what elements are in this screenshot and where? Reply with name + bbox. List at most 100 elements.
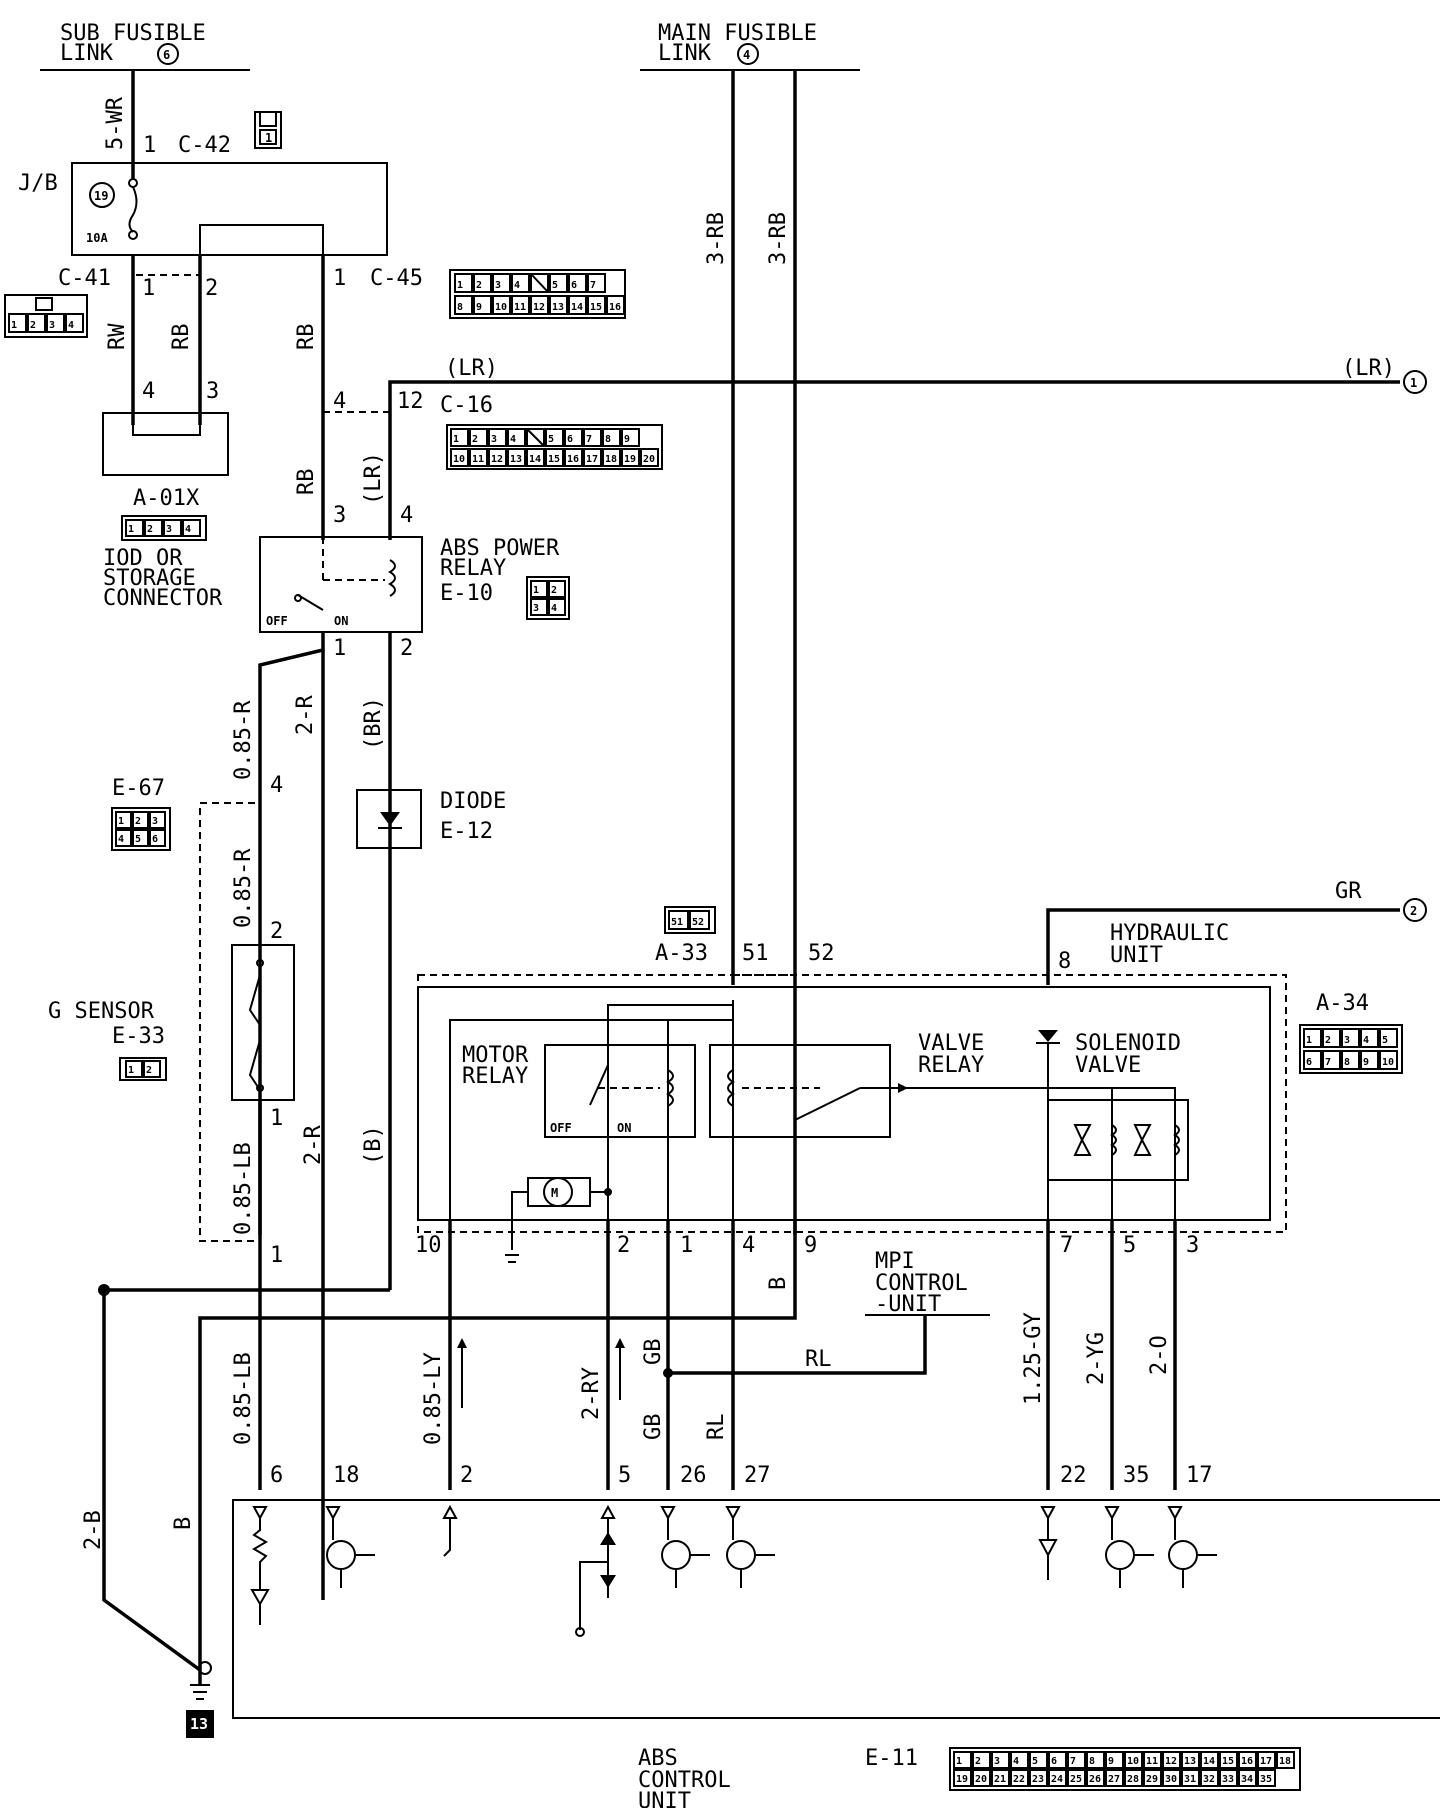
c16-pin: 7 bbox=[586, 434, 592, 445]
a01x-pin: 3 bbox=[166, 524, 172, 535]
valve-relay: VALVE RELAY bbox=[709, 1031, 1048, 1138]
ref-circle-1: 1 bbox=[1403, 370, 1427, 394]
c45-cell bbox=[454, 273, 473, 293]
e33-cell bbox=[143, 1060, 161, 1078]
pin-7: 7 bbox=[1060, 1233, 1073, 1258]
a34-pin: 2 bbox=[1325, 1035, 1331, 1046]
pin-e67-1: 1 bbox=[270, 1243, 283, 1268]
e11-cell bbox=[1105, 1751, 1124, 1769]
pin-e11-22: 22 bbox=[1060, 1463, 1087, 1488]
pin-e67-4: 4 bbox=[270, 773, 283, 798]
motor-relay-off: OFF bbox=[550, 1121, 572, 1135]
wire-b-paren: (B) bbox=[361, 1125, 386, 1165]
a01x-cell bbox=[144, 519, 163, 537]
pin-10: 10 bbox=[415, 1233, 442, 1258]
pin-a01-3: 3 bbox=[206, 379, 219, 404]
a01x-pin: 1 bbox=[128, 524, 134, 535]
pin-c45-1: 1 bbox=[333, 266, 346, 291]
pin-e11-26: 26 bbox=[680, 1463, 707, 1488]
wire-gr: GR bbox=[1335, 879, 1362, 904]
pin-c41-1: 1 bbox=[142, 276, 155, 301]
e67-pin: 5 bbox=[135, 834, 141, 845]
e67-pin: 4 bbox=[118, 834, 124, 845]
sub-fusible-label2: LINK bbox=[60, 41, 114, 66]
e11-cell bbox=[1086, 1769, 1105, 1787]
e11-pin: 5 bbox=[1032, 1756, 1038, 1767]
c45-pin: 15 bbox=[590, 302, 602, 313]
wire-rb-2: RB bbox=[294, 324, 319, 351]
pin-c41-2: 2 bbox=[205, 276, 218, 301]
ref-circle-2: 2 bbox=[1403, 898, 1427, 922]
e11-cell bbox=[953, 1751, 972, 1769]
main-fusible-label2: LINK bbox=[658, 41, 712, 66]
wire-085r-a: 0.85-R bbox=[231, 700, 256, 780]
ecu-2-input-icon bbox=[442, 1504, 458, 1519]
wire-2b: 2-B bbox=[81, 1510, 106, 1550]
a33-cell bbox=[668, 910, 689, 930]
diode-label: DIODE bbox=[440, 789, 506, 814]
a01x-side-cell bbox=[46, 313, 65, 333]
solenoid-label-2: VALVE bbox=[1075, 1053, 1141, 1078]
hydraulic-label-2: UNIT bbox=[1110, 943, 1163, 968]
a01x-cell bbox=[182, 519, 201, 537]
e11-cell bbox=[1067, 1769, 1086, 1787]
a34-cell bbox=[1303, 1028, 1322, 1048]
c16-pin: 13 bbox=[510, 454, 522, 465]
g-sensor: G SENSOR E-33 bbox=[48, 944, 295, 1101]
e11-pin: 25 bbox=[1070, 1774, 1082, 1785]
hydraulic-label-1: HYDRAULIC bbox=[1110, 921, 1229, 946]
a33-pin: 51 bbox=[671, 917, 683, 928]
e11-cell bbox=[1029, 1751, 1048, 1769]
e11-cell bbox=[1010, 1769, 1029, 1787]
e11-pin: 7 bbox=[1070, 1756, 1076, 1767]
a33-cell bbox=[689, 910, 710, 930]
e11-pin: 35 bbox=[1260, 1774, 1272, 1785]
e11-cell bbox=[1143, 1751, 1162, 1769]
e11-pin: 26 bbox=[1089, 1774, 1101, 1785]
e11-cell bbox=[1257, 1769, 1276, 1787]
diode-e12: DIODE E-12 bbox=[356, 789, 506, 849]
c16-cell bbox=[469, 448, 488, 467]
connector-a34: A-34 bbox=[1316, 991, 1369, 1016]
ecu-22-input-mark bbox=[1040, 1506, 1056, 1521]
ecu-18-input-mark bbox=[325, 1506, 341, 1521]
ecu-5-input-icon bbox=[600, 1504, 616, 1519]
e10-cell bbox=[548, 580, 566, 598]
wire-2o: 2-O bbox=[1147, 1335, 1172, 1375]
a01x-side-cell bbox=[27, 313, 46, 333]
e67-pin: 2 bbox=[135, 816, 141, 827]
c45-cell bbox=[530, 273, 549, 293]
c16-pin: 18 bbox=[605, 454, 617, 465]
pin-c42-1: 1 bbox=[143, 133, 156, 158]
pin-e11-5: 5 bbox=[618, 1463, 631, 1488]
c45-pin: 14 bbox=[571, 302, 583, 313]
c45-pin: 8 bbox=[457, 302, 463, 313]
e11-cell bbox=[1124, 1769, 1143, 1787]
c16-cell bbox=[545, 448, 564, 467]
c45-pin: 2 bbox=[476, 280, 482, 291]
sub-fusible-label: SUB FUSIBLE bbox=[60, 21, 206, 46]
c16-cell bbox=[526, 428, 545, 447]
sub-fusible-link: SUB FUSIBLE LINK 6 bbox=[40, 21, 250, 71]
abs-cu-label-1: ABS bbox=[638, 1746, 678, 1771]
ref-2-label: 2 bbox=[1410, 904, 1417, 918]
iod-label-3: CONNECTOR bbox=[103, 586, 223, 611]
pin-e11-27: 27 bbox=[744, 1463, 771, 1488]
c45-cell bbox=[454, 295, 473, 315]
c45-cell bbox=[511, 295, 530, 315]
c16-pin: 15 bbox=[548, 454, 560, 465]
pin-h-4: 4 bbox=[742, 1233, 755, 1258]
e67-pin: 1 bbox=[118, 816, 124, 827]
c16-blank-mark bbox=[526, 428, 545, 447]
abs-relay-label-2: RELAY bbox=[440, 556, 506, 581]
c45-cell bbox=[530, 295, 549, 315]
c16-cell bbox=[488, 428, 507, 447]
e11-pin: 21 bbox=[994, 1774, 1006, 1785]
e11-pin: 10 bbox=[1127, 1756, 1139, 1767]
connector-e67: E-67 bbox=[112, 776, 165, 801]
c45-cell bbox=[473, 295, 492, 315]
